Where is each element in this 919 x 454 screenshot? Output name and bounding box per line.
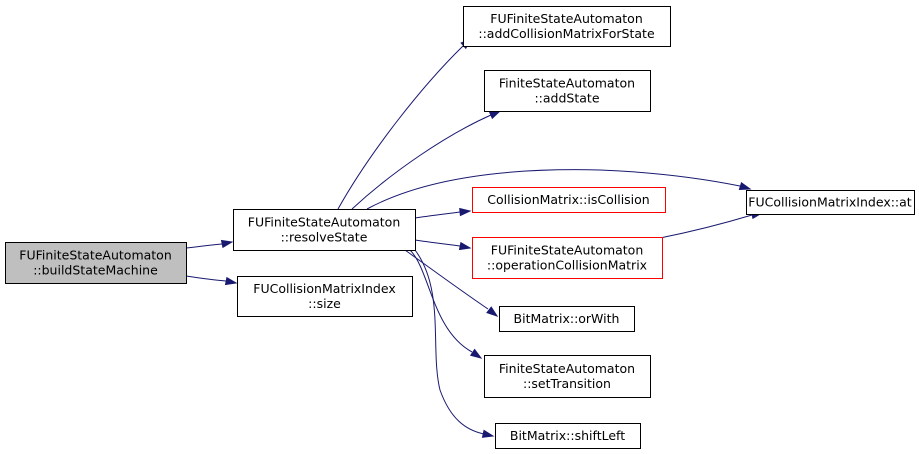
node-box [484, 355, 651, 398]
node-label-line: ::addCollisionMatrixForState [478, 26, 655, 41]
edge-opColl-to-at [659, 210, 764, 239]
node-build: FUFiniteStateAutomaton::buildStateMachin… [5, 242, 187, 284]
edge-line [414, 249, 485, 435]
node-size[interactable]: FUCollisionMatrixIndex::size [237, 276, 413, 317]
node-box [499, 306, 635, 332]
node-box [237, 276, 413, 317]
edge-arrowhead [481, 429, 495, 438]
node-box [472, 187, 666, 213]
nodes: FUFiniteStateAutomaton::buildStateMachin… [5, 6, 915, 449]
node-label-line: ::setTransition [523, 376, 611, 391]
edge-arrowhead [488, 110, 502, 120]
edge-resolve-to-opColl [414, 239, 472, 251]
edge-line [404, 249, 489, 310]
edge-line [366, 169, 741, 210]
edge-line [337, 45, 464, 210]
node-resolve[interactable]: FUFiniteStateAutomaton::resolveState [233, 209, 416, 251]
edge-line [414, 211, 461, 219]
node-shift[interactable]: BitMatrix::shiftLeft [495, 423, 641, 449]
node-label-line: FUFiniteStateAutomaton [491, 243, 644, 258]
node-box [746, 190, 915, 215]
node-label-line: FUCollisionMatrixIndex::at [748, 195, 912, 210]
edge-resolve-to-addColl [337, 38, 473, 210]
edge-line [414, 239, 461, 247]
edge-build-to-size [185, 275, 238, 286]
edge-arrowhead [220, 239, 234, 249]
node-label-line: FUCollisionMatrixIndex [253, 281, 395, 296]
node-label-line: CollisionMatrix::isCollision [487, 192, 649, 207]
edge-arrowhead [486, 306, 499, 317]
node-opColl[interactable]: FUFiniteStateAutomaton::operationCollisi… [472, 237, 663, 279]
node-addColl[interactable]: FUFiniteStateAutomaton::addCollisionMatr… [463, 6, 671, 47]
node-label-line: ::addState [534, 91, 599, 106]
edge-arrowhead [469, 348, 483, 359]
edge-build-to-resolve [185, 239, 234, 249]
edge-arrowhead [458, 241, 472, 251]
node-label-line: FiniteStateAutomaton [499, 361, 635, 376]
edge-line [185, 275, 227, 282]
node-label-line: FiniteStateAutomaton [499, 76, 635, 91]
node-box [484, 70, 651, 112]
node-label-line: BitMatrix::shiftLeft [510, 428, 625, 443]
edge-arrowhead [224, 276, 238, 286]
edge-resolve-to-isColl [414, 207, 472, 219]
node-orWith[interactable]: BitMatrix::orWith [499, 306, 635, 332]
node-label-line: FUFiniteStateAutomaton [490, 11, 643, 26]
node-label-line: FUFiniteStateAutomaton [248, 215, 401, 230]
node-box [463, 6, 671, 47]
node-isColl[interactable]: CollisionMatrix::isCollision [472, 187, 666, 213]
node-box [5, 242, 187, 284]
node-label-line: BitMatrix::orWith [514, 311, 620, 326]
node-label-line: ::buildStateMachine [33, 263, 158, 278]
edge-arrowhead [738, 181, 752, 191]
edge-resolve-to-orWith [404, 249, 499, 317]
node-label-line: ::operationCollisionMatrix [487, 258, 647, 273]
node-box [233, 209, 416, 251]
edge-line [351, 114, 492, 210]
edge-line [185, 243, 223, 249]
node-label-line: FUFiniteStateAutomaton [19, 248, 172, 263]
node-box [495, 423, 641, 449]
node-label-line: ::size [308, 296, 341, 311]
node-box [472, 237, 663, 279]
edge-arrowhead [459, 207, 472, 217]
node-setTrans[interactable]: FiniteStateAutomaton::setTransition [484, 355, 651, 398]
edge-resolve-to-setTrans [409, 249, 483, 359]
edge-resolve-to-shift [414, 249, 495, 438]
edge-line [659, 214, 753, 239]
edge-line [409, 249, 473, 353]
node-addState[interactable]: FiniteStateAutomaton::addState [484, 70, 651, 112]
node-label-line: ::resolveState [281, 230, 368, 245]
edge-resolve-to-at [366, 169, 752, 210]
node-at[interactable]: FUCollisionMatrixIndex::at [746, 190, 915, 215]
